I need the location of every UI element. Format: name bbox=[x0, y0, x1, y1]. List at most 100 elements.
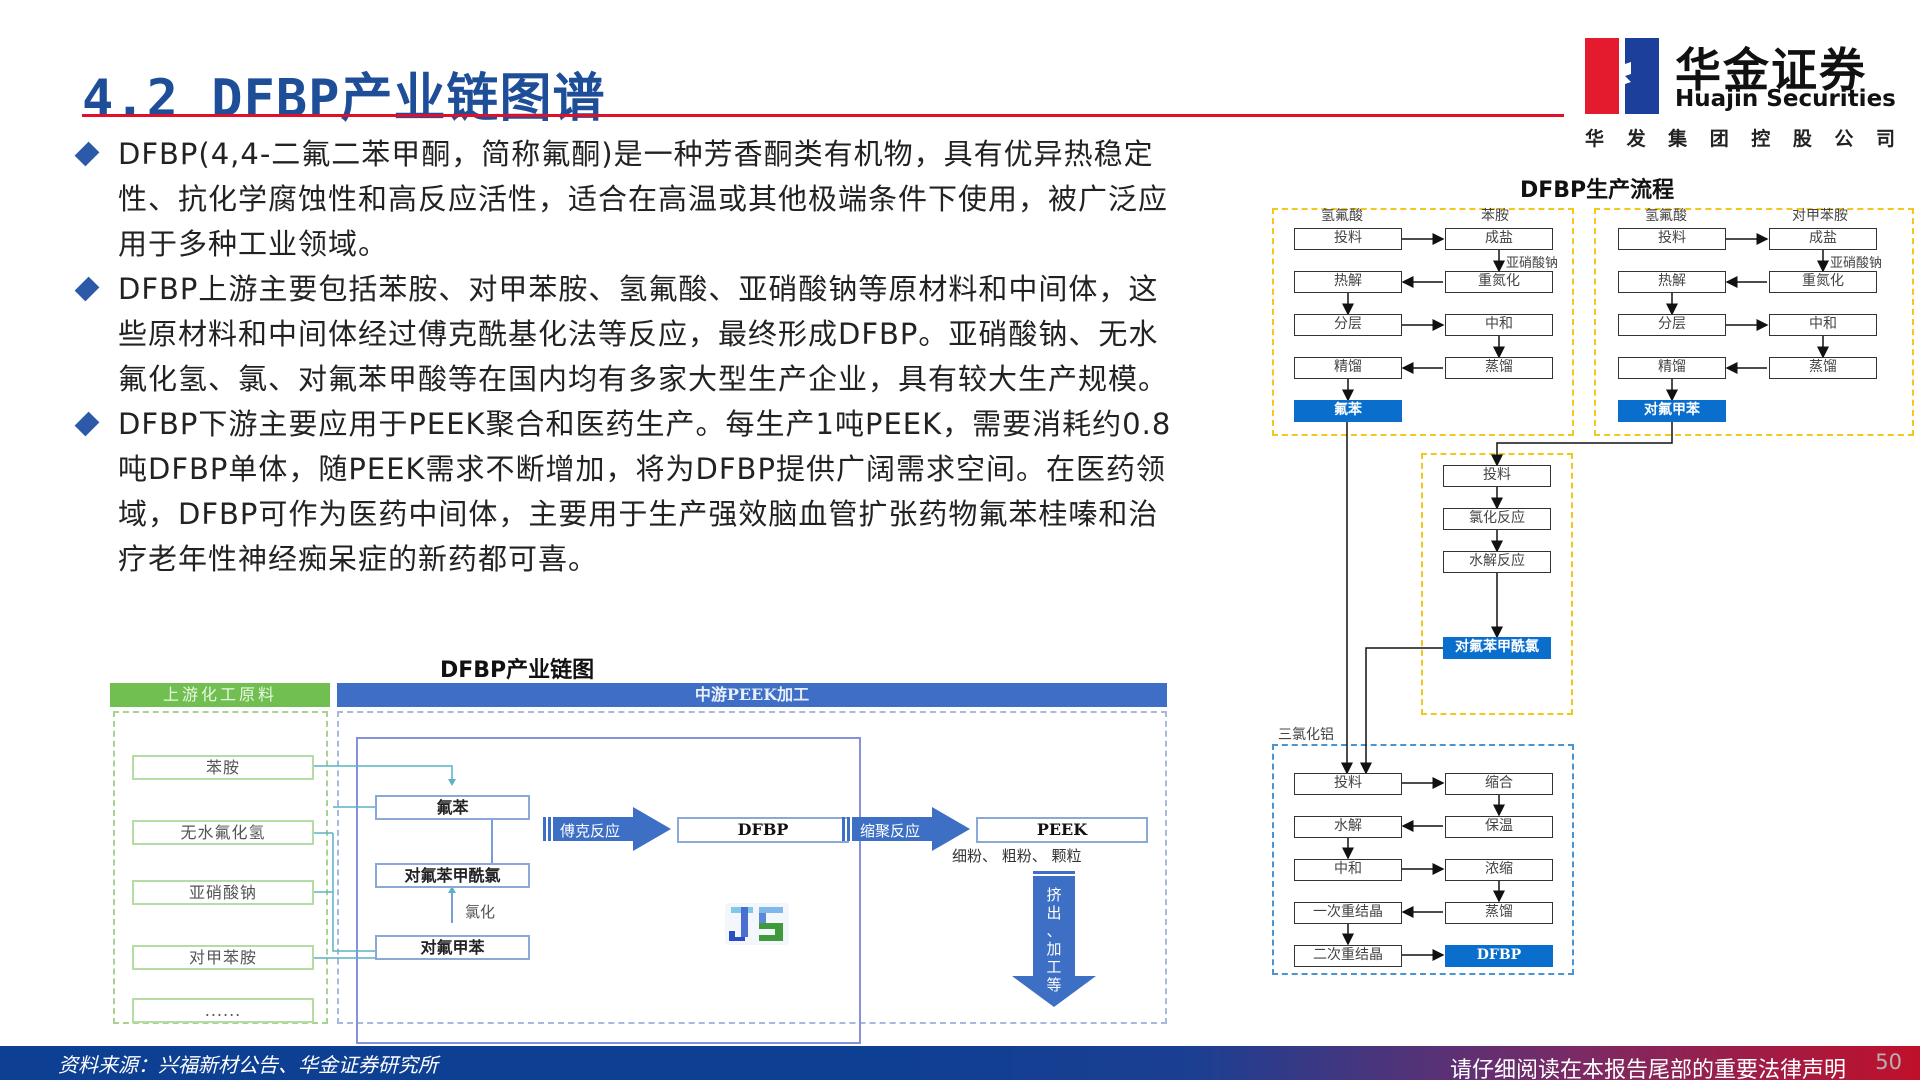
logo-sub-char: 控 bbox=[1751, 128, 1771, 150]
polycondensation-arrow-icon bbox=[842, 807, 970, 851]
logo-sub-char: 股 bbox=[1792, 128, 1812, 150]
raw-material-hf: 无水氟化氢 bbox=[132, 820, 314, 845]
product-dfbp: DFBP bbox=[677, 817, 849, 843]
flow-d-step: 水解 bbox=[1294, 816, 1402, 838]
flow-d-step: 一次重结晶 bbox=[1294, 902, 1402, 924]
flow-d-step: 保温 bbox=[1445, 816, 1553, 838]
logo-sub-char: 集 bbox=[1668, 128, 1688, 150]
friedel-crafts-arrow-icon bbox=[543, 807, 671, 851]
flow-b-side-input: 亚硝酸钠 bbox=[1830, 256, 1883, 271]
vert-char: 加 bbox=[1046, 940, 1062, 958]
flow-d-step: 浓缩 bbox=[1445, 859, 1553, 881]
bullet-item: DFBP上游主要包括苯胺、对甲苯胺、氢氟酸、亚硝酸钠等原材料和中间体，这些原材料… bbox=[74, 267, 1174, 402]
diamond-bullet-icon bbox=[74, 276, 100, 302]
midstream-header: 中游PEEK加工 bbox=[337, 683, 1167, 707]
flow-block-fluorobenzene bbox=[1272, 208, 1574, 436]
flow-b-step: 精馏 bbox=[1618, 357, 1726, 379]
chlorination-label: 氯化 bbox=[465, 903, 496, 921]
flow-a-step: 蒸馏 bbox=[1445, 357, 1553, 379]
vert-char: 出 bbox=[1046, 904, 1062, 922]
production-flow-diagram: 氢氟酸 苯胺 投料 成盐 亚硝酸钠 热解 重氮化 分层 中和 精馏 蒸馏 氟苯 … bbox=[1264, 200, 1920, 980]
upstream-region bbox=[113, 711, 328, 1024]
reaction-friedel-crafts: 傅克反应 bbox=[560, 822, 621, 840]
flow-a-output: 氟苯 bbox=[1294, 400, 1402, 422]
raw-material-sodium-nitrite: 亚硝酸钠 bbox=[132, 880, 314, 905]
flow-b-input-p-toluidine: 对甲苯胺 bbox=[1792, 208, 1848, 224]
intermediate-fluorobenzene: 氟苯 bbox=[375, 795, 530, 820]
diamond-bullet-icon bbox=[74, 141, 100, 167]
flow-c-step: 水解反应 bbox=[1443, 551, 1551, 573]
bullet-text: DFBP下游主要应用于PEEK聚合和医药生产。每生产1吨PEEK，需要消耗约0.… bbox=[118, 407, 1172, 576]
flow-c-output: 对氟苯甲酰氯 bbox=[1443, 637, 1551, 659]
bullet-item: DFBP下游主要应用于PEEK聚合和医药生产。每生产1吨PEEK，需要消耗约0.… bbox=[74, 402, 1174, 582]
vert-char: 挤 bbox=[1046, 886, 1062, 904]
midstream-region bbox=[337, 711, 1167, 1024]
flow-a-step: 分层 bbox=[1294, 314, 1402, 336]
page-title: 4.2 DFBP产业链图谱 bbox=[82, 69, 606, 129]
flow-a-step: 投料 bbox=[1294, 228, 1402, 250]
industry-chain-diagram: 上游化工原料 中游PEEK加工 苯胺 无水氟化氢 亚硝酸钠 对甲苯胺 .....… bbox=[110, 683, 1168, 1044]
vert-char: 等 bbox=[1046, 976, 1062, 994]
flow-connectors bbox=[1341, 233, 1829, 961]
logo-sub-char: 华 bbox=[1585, 128, 1605, 150]
reaction-polycondensation: 缩聚反应 bbox=[860, 822, 921, 840]
flow-d-output: DFBP bbox=[1445, 945, 1553, 967]
flow-block-dfbp bbox=[1272, 744, 1574, 975]
upstream-header: 上游化工原料 bbox=[110, 683, 330, 707]
huajin-logo-icon bbox=[1585, 38, 1659, 114]
flow-b-step: 成盐 bbox=[1769, 228, 1877, 250]
bullet-text: DFBP(4,4-二氟二苯甲酮，简称氟酮)是一种芳香酮类有机物，具有优异热稳定性… bbox=[118, 137, 1169, 261]
downstream-processing-label: 挤 出 、 加 工 等 bbox=[1043, 886, 1065, 994]
flow-d-input-alcl3: 三氯化铝 bbox=[1278, 727, 1334, 743]
logo-sub-char: 发 bbox=[1626, 128, 1646, 150]
vert-char: 工 bbox=[1046, 958, 1062, 976]
logo-sub-char: 公 bbox=[1834, 128, 1854, 150]
js-watermark-icon bbox=[725, 903, 789, 945]
title-underline bbox=[82, 114, 1564, 117]
flow-d-step: 二次重结晶 bbox=[1294, 945, 1402, 967]
flow-b-step: 分层 bbox=[1618, 314, 1726, 336]
bullet-item: DFBP(4,4-二氟二苯甲酮，简称氟酮)是一种芳香酮类有机物，具有优异热稳定性… bbox=[74, 132, 1174, 267]
peek-forms: 细粉、 粗粉、 颗粒 bbox=[952, 847, 1082, 865]
flow-diagram-title: DFBP生产流程 bbox=[1520, 178, 1675, 203]
flow-b-step: 蒸馏 bbox=[1769, 357, 1877, 379]
logo-sub-char: 团 bbox=[1709, 128, 1729, 150]
flow-c-step: 投料 bbox=[1443, 465, 1551, 487]
flow-a-input-hf: 氢氟酸 bbox=[1321, 208, 1363, 224]
diamond-bullet-icon bbox=[74, 411, 100, 437]
flow-c-step: 氯化反应 bbox=[1443, 508, 1551, 530]
flow-d-step: 投料 bbox=[1294, 773, 1402, 795]
downstream-processing-arrow-icon bbox=[1012, 871, 1096, 1007]
flow-d-step: 中和 bbox=[1294, 859, 1402, 881]
flow-b-step: 投料 bbox=[1618, 228, 1726, 250]
page-number: 50 bbox=[1875, 1050, 1902, 1074]
flow-b-step: 重氮化 bbox=[1769, 271, 1877, 293]
flow-b-step: 热解 bbox=[1618, 271, 1726, 293]
flow-a-side-input: 亚硝酸钠 bbox=[1506, 256, 1559, 271]
flow-b-output: 对氟甲苯 bbox=[1618, 400, 1726, 422]
flow-d-step: 缩合 bbox=[1445, 773, 1553, 795]
chain-diagram-title: DFBP产业链图 bbox=[440, 658, 595, 683]
flow-block-fluorotoluene bbox=[1594, 208, 1914, 436]
flow-d-step: 蒸馏 bbox=[1445, 902, 1553, 924]
intermediate-frame bbox=[356, 737, 861, 1044]
flow-a-step: 中和 bbox=[1445, 314, 1553, 336]
company-logo: 华金证券 Huajin Securities 华 发 集 团 控 股 公 司 bbox=[1580, 34, 1900, 154]
raw-material-aniline: 苯胺 bbox=[132, 755, 314, 780]
footer-bar: 资料来源：兴福新材公告、华金证券研究所 请仔细阅读在本报告尾部的重要法律声明 5… bbox=[0, 1046, 1920, 1080]
raw-material-p-toluidine: 对甲苯胺 bbox=[132, 945, 314, 970]
source-note: 资料来源：兴福新材公告、华金证券研究所 bbox=[58, 1053, 438, 1077]
logo-subtitle: 华 发 集 团 控 股 公 司 bbox=[1585, 124, 1895, 151]
flow-a-step: 热解 bbox=[1294, 271, 1402, 293]
product-peek: PEEK bbox=[976, 817, 1148, 843]
raw-material-more: ...... bbox=[132, 998, 314, 1023]
flow-a-step: 成盐 bbox=[1445, 228, 1553, 250]
legal-notice: 请仔细阅读在本报告尾部的重要法律声明 bbox=[1449, 1058, 1846, 1080]
flow-a-input-aniline: 苯胺 bbox=[1481, 208, 1509, 224]
flow-b-input-hf: 氢氟酸 bbox=[1645, 208, 1687, 224]
logo-sub-char: 司 bbox=[1875, 128, 1895, 150]
intermediate-fluorobenzoyl-chloride: 对氟苯甲酰氯 bbox=[375, 863, 530, 888]
flow-a-step: 精馏 bbox=[1294, 357, 1402, 379]
flow-a-step: 重氮化 bbox=[1445, 271, 1553, 293]
bullet-list: DFBP(4,4-二氟二苯甲酮，简称氟酮)是一种芳香酮类有机物，具有优异热稳定性… bbox=[74, 132, 1174, 582]
